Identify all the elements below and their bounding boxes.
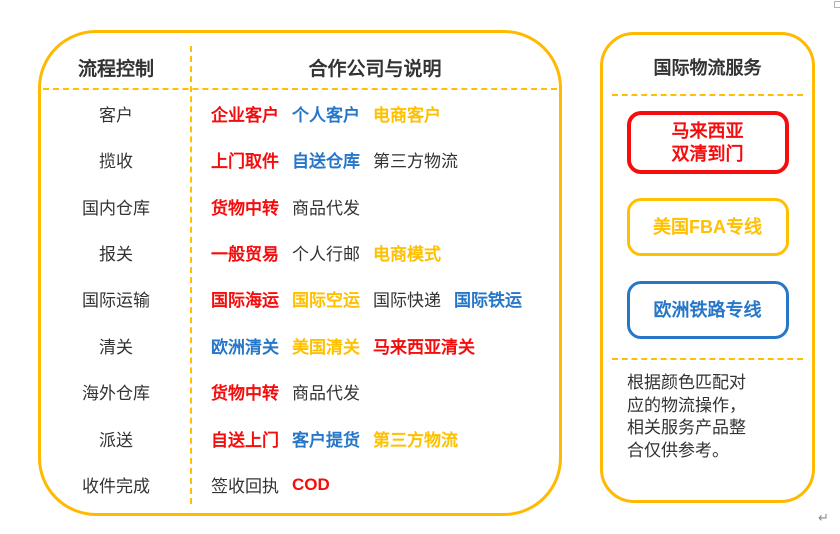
process-row-pickup: 揽收 上门取件 自送仓库 第三方物流: [41, 136, 559, 182]
process-step-label: 揽收: [99, 152, 133, 172]
service-tag: 商品代发: [292, 384, 360, 404]
service-tag: 一般贸易: [211, 245, 279, 265]
service-tag: 货物中转: [211, 198, 279, 218]
process-step-label: 收件完成: [82, 477, 150, 497]
service-box-europe-rail: 欧洲铁路专线: [626, 281, 789, 339]
process-row-domestic-warehouse: 国内仓库 货物中转 商品代发: [41, 183, 559, 229]
note-line: 相关服务产品整: [627, 418, 746, 437]
clipped-corner-handle: [834, 1, 840, 8]
service-tag: 美国清关: [292, 337, 360, 357]
service-tag: 自送上门: [211, 430, 279, 450]
service-tag: 自送仓库: [292, 152, 360, 172]
service-tag: 电商模式: [373, 245, 441, 265]
note-line: 合仅供参考。: [627, 440, 729, 460]
note-line: 根据颜色匹配对: [627, 373, 746, 392]
services-panel: 国际物流服务 马来西亚 双清到门 美国FBA专线 欧洲铁路专线 根据颜色匹配对 …: [600, 32, 815, 503]
service-tag: 欧洲清关: [211, 337, 279, 357]
header-dashed-divider: [43, 88, 557, 90]
color-match-note: 根据颜色匹配对 应的物流操作， 相关服务产品整 合仅供参考。: [627, 372, 800, 462]
note-dashed-divider: [612, 358, 803, 360]
process-row-items: 国际海运 国际空运 国际快递 国际铁运: [191, 286, 559, 311]
note-line: 应的物流操作，: [627, 395, 746, 415]
process-row-items: 上门取件 自送仓库 第三方物流: [191, 147, 559, 172]
partners-header: 合作公司与说明: [308, 59, 442, 80]
service-tag: 国际铁运: [454, 291, 522, 311]
process-step-label: 派送: [99, 430, 133, 450]
process-control-panel: 流程控制 合作公司与说明 客户 企业客户 个人客户 电商客户 揽收 上门取件 自…: [38, 30, 562, 516]
column-dashed-divider: [190, 46, 192, 504]
left-panel-header: 流程控制 合作公司与说明: [41, 33, 559, 88]
service-tag: 国际空运: [292, 291, 360, 311]
service-tag: 个人客户: [292, 105, 360, 125]
process-step-label: 报关: [99, 245, 133, 265]
service-tag: 第三方物流: [373, 152, 458, 172]
service-tag: 马来西亚清关: [373, 337, 475, 357]
process-control-header: 流程控制: [77, 59, 154, 80]
process-row-items: 企业客户 个人客户 电商客户: [191, 101, 559, 126]
service-tag: 个人行邮: [292, 245, 360, 265]
service-tag: 签收回执: [211, 477, 279, 497]
service-tag: 国际海运: [211, 291, 279, 311]
services-dashed-divider: [612, 94, 803, 96]
service-tag: 国际快递: [373, 291, 441, 311]
service-tag: 企业客户: [211, 105, 279, 125]
service-tag: 客户提货: [292, 430, 360, 450]
process-row-received: 收件完成 签收回执 COD: [41, 462, 559, 508]
process-step-label: 客户: [99, 105, 133, 125]
process-row-delivery: 派送 自送上门 客户提货 第三方物流: [41, 415, 559, 461]
services-panel-title: 国际物流服务: [653, 58, 762, 78]
process-row-items: 自送上门 客户提货 第三方物流: [191, 426, 559, 451]
service-box-usa-fba: 美国FBA专线: [626, 198, 789, 256]
process-row-customs-clearance: 清关 欧洲清关 美国清关 马来西亚清关: [41, 322, 559, 368]
service-tag: 第三方物流: [373, 430, 458, 450]
process-row-items: 欧洲清关 美国清关 马来西亚清关: [191, 333, 559, 358]
paragraph-return-mark: ↵: [818, 511, 829, 526]
service-tag: 电商客户: [373, 105, 441, 125]
service-tag: COD: [292, 474, 330, 494]
service-box-malaysia: 马来西亚 双清到门: [626, 111, 789, 174]
service-tag: 商品代发: [292, 198, 360, 218]
process-row-items: 签收回执 COD: [191, 472, 559, 497]
process-row-items: 货物中转 商品代发: [191, 194, 559, 219]
process-row-items: 货物中转 商品代发: [191, 379, 559, 404]
process-row-international-transport: 国际运输 国际海运 国际空运 国际快递 国际铁运: [41, 276, 559, 322]
process-row-customs-declaration: 报关 一般贸易 个人行邮 电商模式: [41, 229, 559, 275]
service-tag: 货物中转: [211, 384, 279, 404]
process-step-label: 清关: [99, 337, 133, 357]
process-row-customer: 客户 企业客户 个人客户 电商客户: [41, 90, 559, 136]
process-row-items: 一般贸易 个人行邮 电商模式: [191, 240, 559, 265]
process-step-label: 国际运输: [82, 291, 150, 311]
process-rows: 客户 企业客户 个人客户 电商客户 揽收 上门取件 自送仓库 第三方物流 国内仓…: [41, 90, 559, 508]
service-tag: 上门取件: [211, 152, 279, 172]
process-step-label: 国内仓库: [82, 198, 150, 218]
process-step-label: 海外仓库: [82, 384, 150, 404]
process-row-overseas-warehouse: 海外仓库 货物中转 商品代发: [41, 369, 559, 415]
